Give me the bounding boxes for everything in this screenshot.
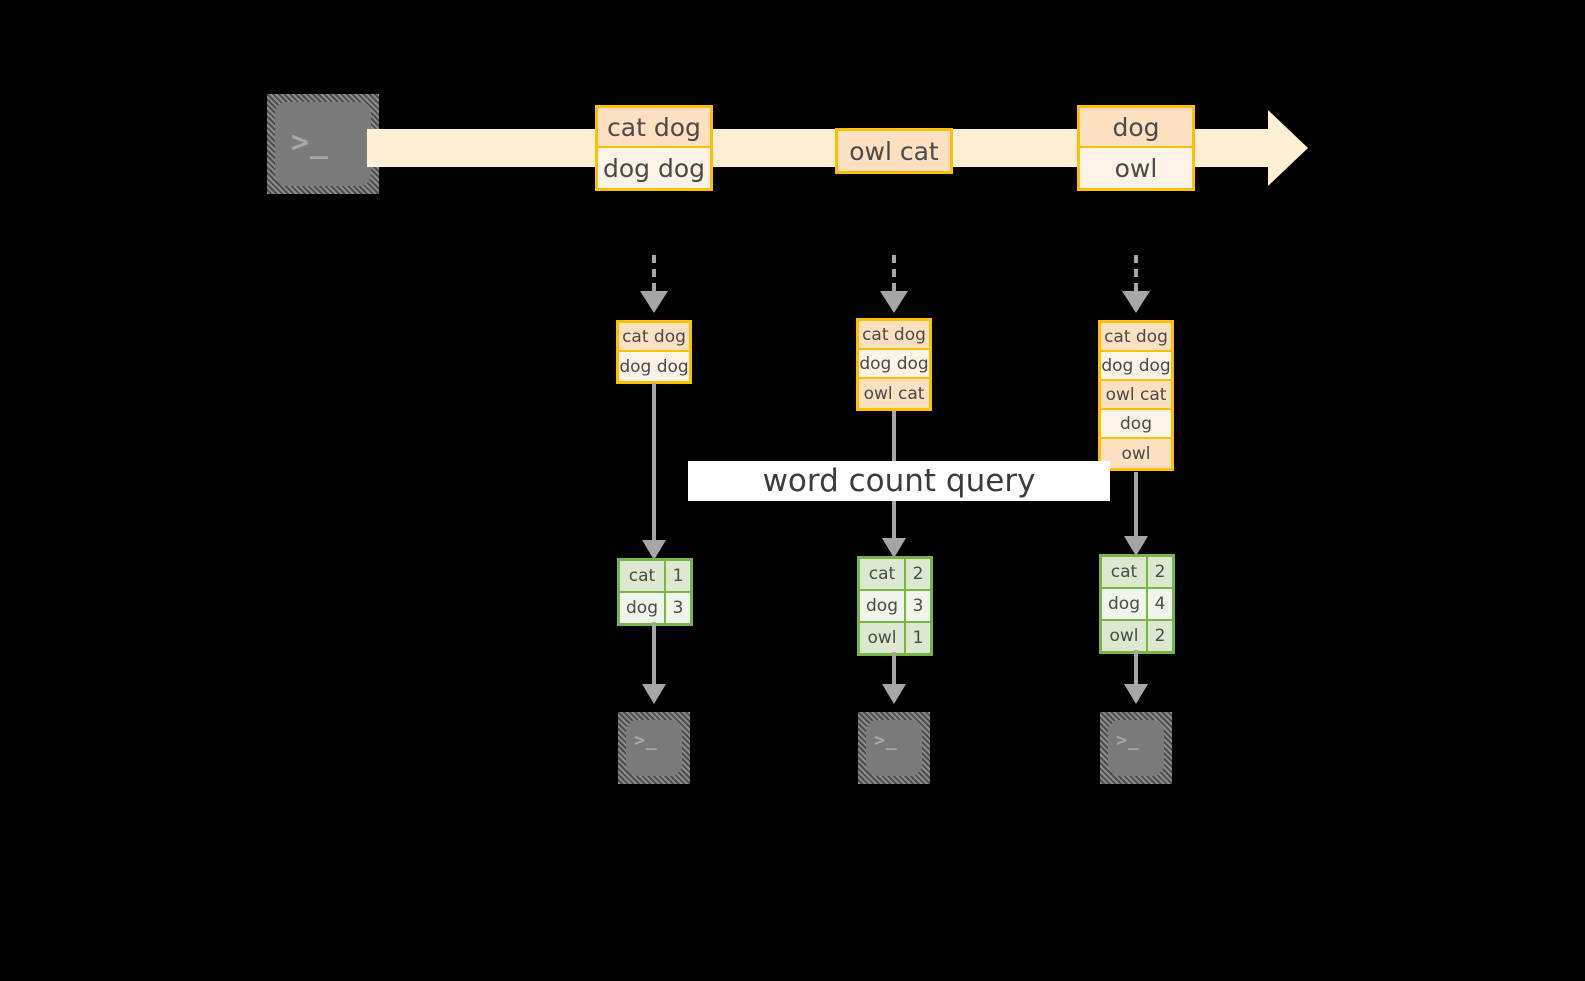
terminal-screen: >_ — [1108, 720, 1164, 776]
result-count: 1 — [906, 623, 930, 653]
terminal-screen: >_ — [626, 720, 682, 776]
snapshot-1-result-table: cat 1 dog 3 — [617, 558, 693, 626]
table-row: cat 1 — [620, 561, 690, 593]
input-line: cat dog — [859, 321, 929, 350]
input-line: dog dog — [859, 350, 929, 379]
input-line: owl cat — [859, 379, 929, 408]
snapshot-1-consumer-terminal-icon: >_ — [618, 712, 690, 784]
table-row: dog 3 — [860, 591, 930, 623]
result-count: 1 — [666, 561, 690, 591]
snapshot-1-input-stack: cat dog dog dog — [616, 320, 692, 384]
result-word: cat — [860, 559, 906, 589]
input-line: owl — [1101, 439, 1171, 468]
snapshot-3-query-line — [1134, 472, 1138, 544]
input-line: cat dog — [1101, 323, 1171, 352]
snapshot-2-input-stack: cat dog dog dog owl cat — [856, 318, 932, 411]
snapshot-3-result-table: cat 2 dog 4 owl 2 — [1099, 554, 1175, 654]
snapshot-1-query-line — [652, 383, 656, 548]
input-line: owl cat — [1101, 381, 1171, 410]
table-row: cat 2 — [1102, 557, 1172, 589]
result-count: 2 — [1148, 557, 1172, 587]
terminal-screen: >_ — [275, 102, 371, 186]
stream-record-1: cat dog dog dog — [595, 105, 713, 191]
table-row: dog 4 — [1102, 589, 1172, 621]
snapshot-3-output-line — [1134, 650, 1138, 688]
table-row: owl 1 — [860, 623, 930, 653]
snapshot-2-output-line — [892, 652, 896, 688]
record-line: owl cat — [838, 131, 950, 171]
table-row: owl 2 — [1102, 621, 1172, 651]
result-count: 2 — [906, 559, 930, 589]
result-count: 3 — [666, 593, 690, 623]
snapshot-3-output-arrowhead — [1124, 684, 1148, 704]
snapshot-2-trigger-arrowhead — [880, 291, 908, 313]
result-word: dog — [860, 591, 906, 621]
input-line: dog dog — [1101, 352, 1171, 381]
query-label: word count query — [688, 461, 1110, 501]
snapshot-2-output-arrowhead — [882, 684, 906, 704]
table-row: cat 2 — [860, 559, 930, 591]
snapshot-1-query-arrowhead — [642, 540, 666, 560]
snapshot-2-query-arrowhead — [882, 538, 906, 558]
event-stream-arrowhead — [1268, 110, 1308, 186]
snapshot-2-result-table: cat 2 dog 3 owl 1 — [857, 556, 933, 656]
snapshot-3-input-stack: cat dog dog dog owl cat dog owl — [1098, 320, 1174, 471]
stream-record-3: dog owl — [1077, 105, 1195, 191]
snapshot-3-trigger-line — [1134, 255, 1138, 293]
result-word: cat — [1102, 557, 1148, 587]
result-word: owl — [1102, 621, 1148, 651]
result-word: dog — [620, 593, 666, 623]
snapshot-2-consumer-terminal-icon: >_ — [858, 712, 930, 784]
producer-terminal-icon: >_ — [267, 94, 379, 194]
result-word: owl — [860, 623, 906, 653]
table-row: dog 3 — [620, 593, 690, 623]
result-count: 4 — [1148, 589, 1172, 619]
terminal-prompt-glyph: >_ — [874, 730, 898, 751]
snapshot-2-trigger-line — [892, 255, 896, 293]
result-count: 3 — [906, 591, 930, 621]
snapshot-3-query-arrowhead — [1124, 536, 1148, 556]
record-line: dog — [1080, 108, 1192, 148]
stream-record-2: owl cat — [835, 128, 953, 174]
result-count: 2 — [1148, 621, 1172, 651]
record-line: dog dog — [598, 148, 710, 188]
snapshot-1-trigger-line — [652, 255, 656, 293]
terminal-screen: >_ — [866, 720, 922, 776]
snapshot-3-trigger-arrowhead — [1122, 291, 1150, 313]
result-word: dog — [1102, 589, 1148, 619]
terminal-prompt-glyph: >_ — [634, 730, 658, 751]
record-line: owl — [1080, 148, 1192, 188]
snapshot-1-output-arrowhead — [642, 684, 666, 704]
snapshot-1-output-line — [652, 622, 656, 688]
terminal-prompt-glyph: >_ — [1116, 730, 1140, 751]
input-line: cat dog — [619, 323, 689, 352]
snapshot-1-trigger-arrowhead — [640, 291, 668, 313]
record-line: cat dog — [598, 108, 710, 148]
snapshot-3-consumer-terminal-icon: >_ — [1100, 712, 1172, 784]
input-line: dog — [1101, 410, 1171, 439]
terminal-prompt-glyph: >_ — [291, 125, 330, 160]
input-line: dog dog — [619, 352, 689, 381]
result-word: cat — [620, 561, 666, 591]
